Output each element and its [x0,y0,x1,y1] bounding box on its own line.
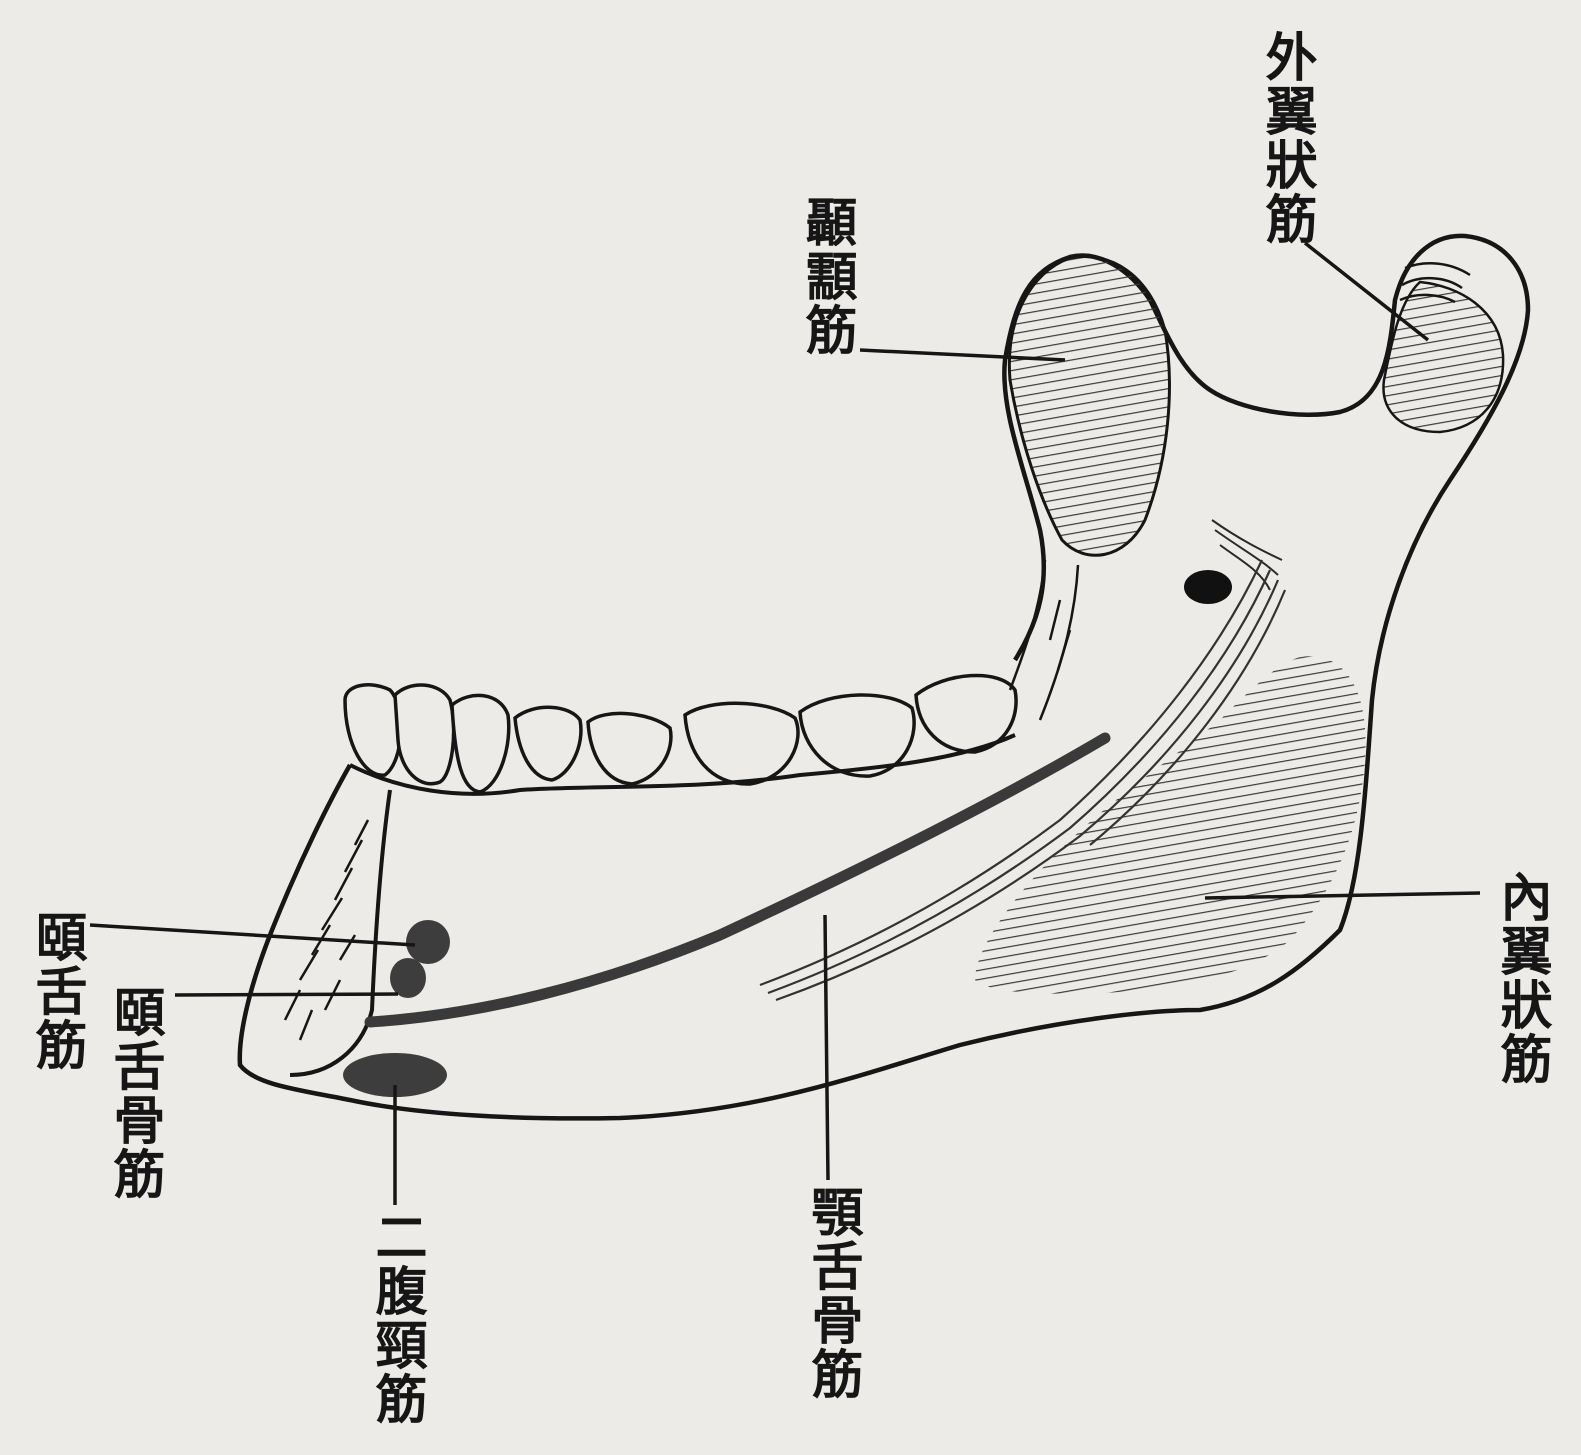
mandibular-foramen [1184,570,1232,604]
label-medial-pterygoid: 內翼狀筋 [1495,870,1547,1086]
incisor-tooth [345,685,401,775]
symphysis-inner-contour [290,790,390,1075]
medial-pterygoid-attachment-area [975,656,1366,993]
teeth-row [345,675,1016,792]
mental-spine-hatching [285,820,368,1040]
geniohyoid-attachment-area [390,958,426,998]
leader-line-geniohyoid [175,994,398,995]
molar-tooth [685,703,798,784]
leader-line-lateral-pterygoid [1305,243,1428,340]
label-digastric: 二腹頸筋 [370,1210,422,1426]
genioglossus-attachment-area [406,920,450,964]
premolar-tooth [515,707,581,780]
premolar-tooth [588,713,671,784]
label-mylohyoid: 顎舌骨筋 [806,1185,858,1401]
lateral-pterygoid-attachment-area [1383,282,1503,432]
leader-line-mylohyoid [825,915,828,1180]
canine-tooth [452,695,509,792]
label-temporalis: 顳顬筋 [800,195,852,357]
label-genioglossus: 頤舌筋 [30,910,82,1072]
label-geniohyoid: 頤舌骨筋 [108,985,160,1201]
label-lateral-pterygoid: 外翼狀筋 [1260,30,1312,246]
incisor-tooth [395,685,454,784]
leader-line-genioglossus [90,925,415,945]
